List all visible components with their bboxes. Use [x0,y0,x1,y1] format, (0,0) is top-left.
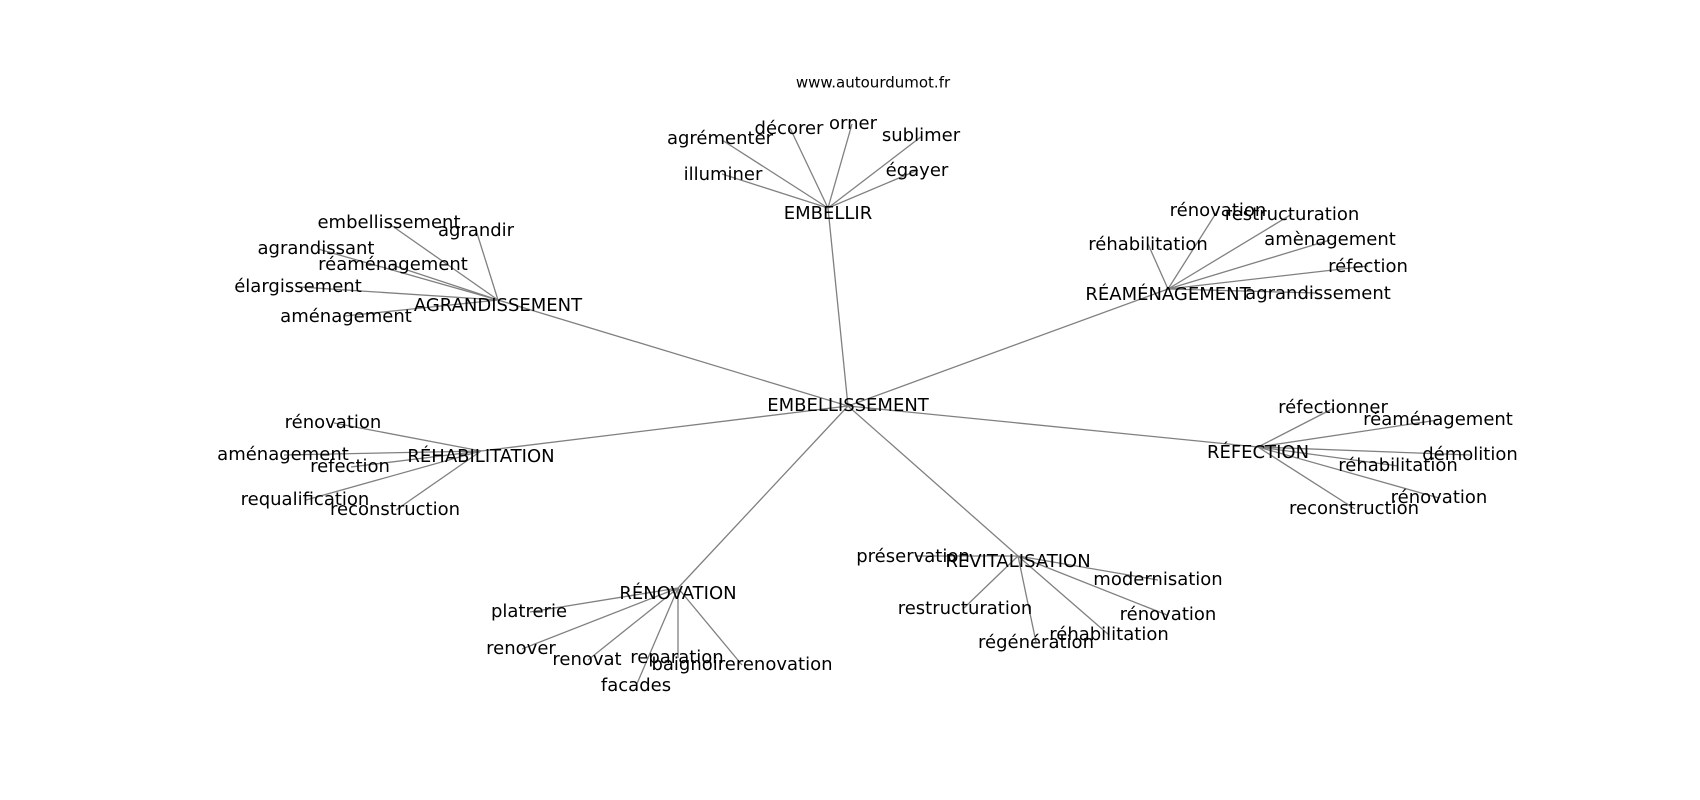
edge-renovation-word-0 [529,587,679,613]
edge-revitalisation-word-4 [1017,555,1110,636]
hub-node-agrandissement[interactable]: AGRANDISSEMENT [414,295,583,316]
edge-center-rehabilitation [480,405,849,452]
word-node-rehabilitation-4[interactable]: reconstruction [330,499,460,520]
hub-node-embellir[interactable]: EMBELLIR [784,203,873,224]
edges-layer [283,123,1471,687]
word-node-agrandissement-0[interactable]: embellissement [317,212,460,233]
edge-agrandissement-word-0 [387,222,499,301]
edge-center-revitalisation [847,405,1019,557]
hub-node-rehabilitation[interactable]: RÉHABILITATION [407,445,554,467]
word-node-revitalisation-0[interactable]: préservation [856,546,970,567]
edge-reamenagement-word-3 [1167,239,1331,290]
word-node-embellir-4[interactable]: illuminer [684,164,763,185]
edge-agrandissement-word-1 [475,229,499,301]
edge-embellir-word-3 [827,135,923,209]
edge-center-renovation [677,405,849,589]
word-node-embellir-2[interactable]: orner [829,113,878,134]
word-node-agrandissement-5[interactable]: aménagement [280,306,412,327]
edge-embellir-word-0 [721,139,829,209]
edge-embellir-word-2 [827,123,853,209]
edge-reamenagement-word-5 [1167,288,1319,294]
edge-refection-word-5 [1257,446,1356,510]
edge-center-reamenagement [847,288,1169,407]
word-node-rehabilitation-0[interactable]: rénovation [285,412,382,433]
hub-node-renovation[interactable]: RÉNOVATION [619,582,736,604]
word-node-rehabilitation-1[interactable]: aménagement [217,444,349,465]
word-node-reamenagement-2[interactable]: réhabilitation [1088,234,1208,255]
edge-agrandissement-word-4 [299,286,499,301]
edge-refection-word-2 [1257,446,1471,456]
word-node-renovation-1[interactable]: renover [486,638,556,659]
word-node-renovation-0[interactable]: platrerie [491,601,567,622]
word-node-agrandissement-2[interactable]: agrandissant [258,238,375,259]
word-node-reamenagement-3[interactable]: amènagement [1264,229,1396,250]
word-node-revitalisation-3[interactable]: rénovation [1120,604,1217,625]
edge-renovation-word-4 [677,587,743,666]
word-node-embellir-0[interactable]: agrémenter [667,128,774,149]
edge-rehabilitation-word-0 [333,422,482,452]
word-node-refection-5[interactable]: reconstruction [1289,498,1419,519]
edge-rehabilitation-word-2 [350,450,482,468]
word-node-rehabilitation-3[interactable]: requalification [241,489,370,510]
word-node-renovation-5[interactable]: facades [601,675,671,696]
edge-center-embellir [827,207,849,407]
word-node-revitalisation-1[interactable]: modernisation [1093,569,1222,590]
hub-node-revitalisation[interactable]: REVITALISATION [945,551,1090,572]
word-node-reamenagement-0[interactable]: rénovation [1170,200,1267,221]
word-node-refection-3[interactable]: réhabilitation [1338,455,1458,476]
edge-refection-word-3 [1257,446,1399,467]
edge-center-refection [847,405,1259,448]
word-node-revitalisation-4[interactable]: réhabilitation [1049,624,1169,645]
edge-reamenagement-word-4 [1167,265,1369,290]
word-node-agrandissement-1[interactable]: agrandir [438,220,515,241]
word-node-renovation-2[interactable]: renovat [552,649,621,670]
edge-revitalisation-word-1 [1017,555,1159,581]
word-node-reamenagement-5[interactable]: agrandissement [1245,283,1391,304]
edge-refection-word-4 [1257,446,1440,499]
watermark-text: www.autourdumot.fr [796,74,951,92]
word-node-refection-0[interactable]: réfectionner [1278,397,1388,418]
edge-renovation-word-2 [587,587,679,661]
edge-rehabilitation-word-1 [283,450,482,456]
edge-embellir-word-4 [721,173,829,209]
word-node-refection-4[interactable]: rénovation [1391,487,1488,508]
edge-agrandissement-word-2 [317,248,499,301]
word-node-embellir-1[interactable]: décorer [755,118,824,139]
word-node-embellir-3[interactable]: sublimer [882,125,961,146]
word-node-revitalisation-5[interactable]: régénération [978,632,1094,653]
edge-rehabilitation-word-3 [305,450,482,501]
word-node-refection-1[interactable]: réaménagement [1363,409,1513,430]
edge-reamenagement-word-1 [1167,213,1293,290]
word-node-reamenagement-1[interactable]: restructuration [1225,204,1360,225]
word-node-rehabilitation-2[interactable]: refection [310,456,390,477]
edge-rehabilitation-word-4 [395,450,482,511]
word-node-revitalisation-2[interactable]: restructuration [898,598,1033,619]
edge-refection-word-0 [1257,407,1335,448]
edge-renovation-word-5 [635,587,679,687]
word-node-embellir-5[interactable]: égayer [886,160,949,181]
center-node[interactable]: EMBELLISSEMENT [767,395,930,416]
edge-refection-word-1 [1257,419,1439,448]
word-node-refection-2[interactable]: démolition [1422,444,1518,465]
word-node-renovation-4[interactable]: baignoirerenovation [651,654,832,675]
edge-embellir-word-5 [827,169,919,209]
edge-reamenagement-word-0 [1167,209,1219,290]
edge-center-agrandissement [497,299,849,407]
edge-revitalisation-word-2 [963,555,1019,609]
edge-agrandissement-word-3 [391,264,499,301]
edge-revitalisation-word-3 [1017,555,1168,616]
word-node-agrandissement-3[interactable]: réaménagement [318,254,468,275]
edge-embellir-word-1 [789,127,829,209]
edge-revitalisation-word-5 [1017,555,1037,643]
edge-reamenagement-word-2 [1147,243,1169,290]
hub-node-refection[interactable]: RÉFECTION [1207,441,1309,463]
edge-renovation-word-1 [521,587,679,650]
word-node-renovation-3[interactable]: reparation [630,647,723,668]
hub-node-reamenagement[interactable]: RÉAMÉNAGEMENT [1085,283,1251,305]
edge-agrandissement-word-5 [344,299,499,317]
word-node-agrandissement-4[interactable]: élargissement [234,276,362,297]
word-node-reamenagement-4[interactable]: réfection [1328,256,1408,277]
